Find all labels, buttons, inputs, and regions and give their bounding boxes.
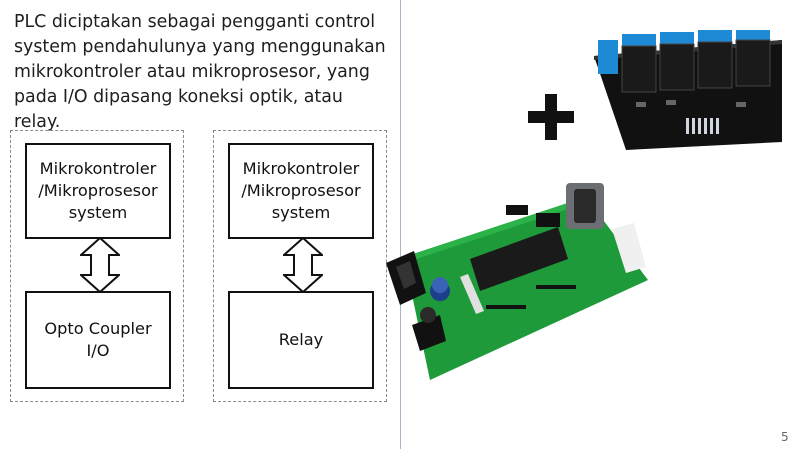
box-microcontroller-left-label: Mikrokontroler /Mikroprosesor system [38,159,158,222]
plc-board-image [386,183,648,380]
slide-divider [400,0,401,449]
box-microcontroller-right: Mikrokontroler /Mikroprosesor system [228,143,374,239]
plus-icon [528,94,574,140]
diagram-group-opto: Mikrokontroler /Mikroprosesor system Opt… [10,130,184,402]
box-relay: Relay [228,291,374,389]
double-arrow-icon [80,237,120,293]
box-relay-label: Relay [278,330,324,349]
box-microcontroller-left: Mikrokontroler /Mikroprosesor system [25,143,171,239]
double-arrow-icon [283,237,323,293]
box-microcontroller-right-label: Mikrokontroler /Mikroprosesor system [241,159,361,222]
page-number: 5 [781,430,789,444]
intro-text: PLC diciptakan sebagai pengganti control… [14,12,386,132]
box-opto-coupler: Opto Coupler I/O [25,291,171,389]
diagram-group-relay: Mikrokontroler /Mikroprosesor system Rel… [213,130,387,402]
relay-module-image [594,30,782,150]
box-opto-coupler-label: Opto Coupler I/O [44,319,152,360]
